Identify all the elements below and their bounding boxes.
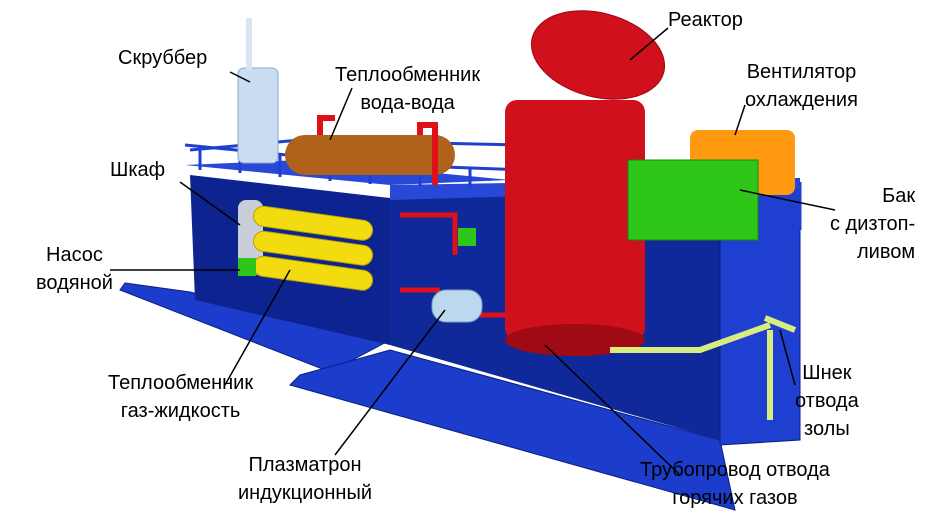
reactor-lid (530, 10, 666, 100)
label-line: Бак (882, 185, 916, 207)
label-cooling-fan: Вентилятор охлаждения (745, 58, 858, 114)
label-line: Шнек (802, 362, 852, 384)
ash-auger (610, 315, 797, 420)
label-line: Плазматрон (248, 454, 362, 476)
label-line: индукционный (238, 482, 373, 504)
label-line: Вентилятор (746, 61, 857, 83)
label-line: с дизтоп- (830, 213, 916, 235)
label-induction-plasmatron: Плазматрон индукционный (238, 451, 372, 507)
induction-plasmatron (431, 289, 483, 323)
label-cabinet: Шкаф (110, 159, 166, 181)
label-gas-liquid-heat-exchanger: Теплообменник газ-жидкость (108, 369, 253, 425)
water-heat-exchanger (285, 135, 455, 175)
water-pump-2 (458, 228, 476, 246)
diesel-tank (627, 159, 759, 241)
label-scrubber: Скруббер (118, 47, 208, 69)
left-ramp (119, 282, 392, 373)
label-line: водяной (36, 272, 113, 294)
water-pump (238, 258, 256, 276)
label-diesel-tank: Бак с дизтоп- ливом (830, 182, 915, 266)
reactor-body (505, 100, 645, 340)
label-line: золы (804, 418, 850, 440)
label-line: горячих газов (672, 487, 798, 509)
gas-liquid-heat-exchanger (253, 205, 374, 291)
label-line: Трубопровод отвода (640, 459, 830, 481)
label-line: газ-жидкость (120, 400, 241, 422)
label-line: отвода (795, 390, 859, 412)
label-water-pump: Насос водяной (36, 241, 113, 297)
label-line: Насос (46, 244, 103, 266)
label-line: охлаждения (745, 89, 858, 111)
label-reactor: Реактор (668, 9, 743, 31)
label-line: Теплообменник (335, 64, 481, 86)
label-water-heat-exchanger: Теплообменник вода-вода (335, 61, 480, 117)
label-ash-auger: Шнек отвода золы (795, 359, 859, 443)
right-ramp (289, 349, 736, 511)
leader-lines (110, 27, 836, 476)
label-line: вода-вода (360, 92, 455, 114)
label-line: Теплообменник (108, 372, 254, 394)
label-hot-gas-pipeline: Трубопровод отвода горячих газов (640, 456, 830, 512)
scrubber (237, 67, 279, 164)
label-line: ливом (857, 241, 916, 263)
